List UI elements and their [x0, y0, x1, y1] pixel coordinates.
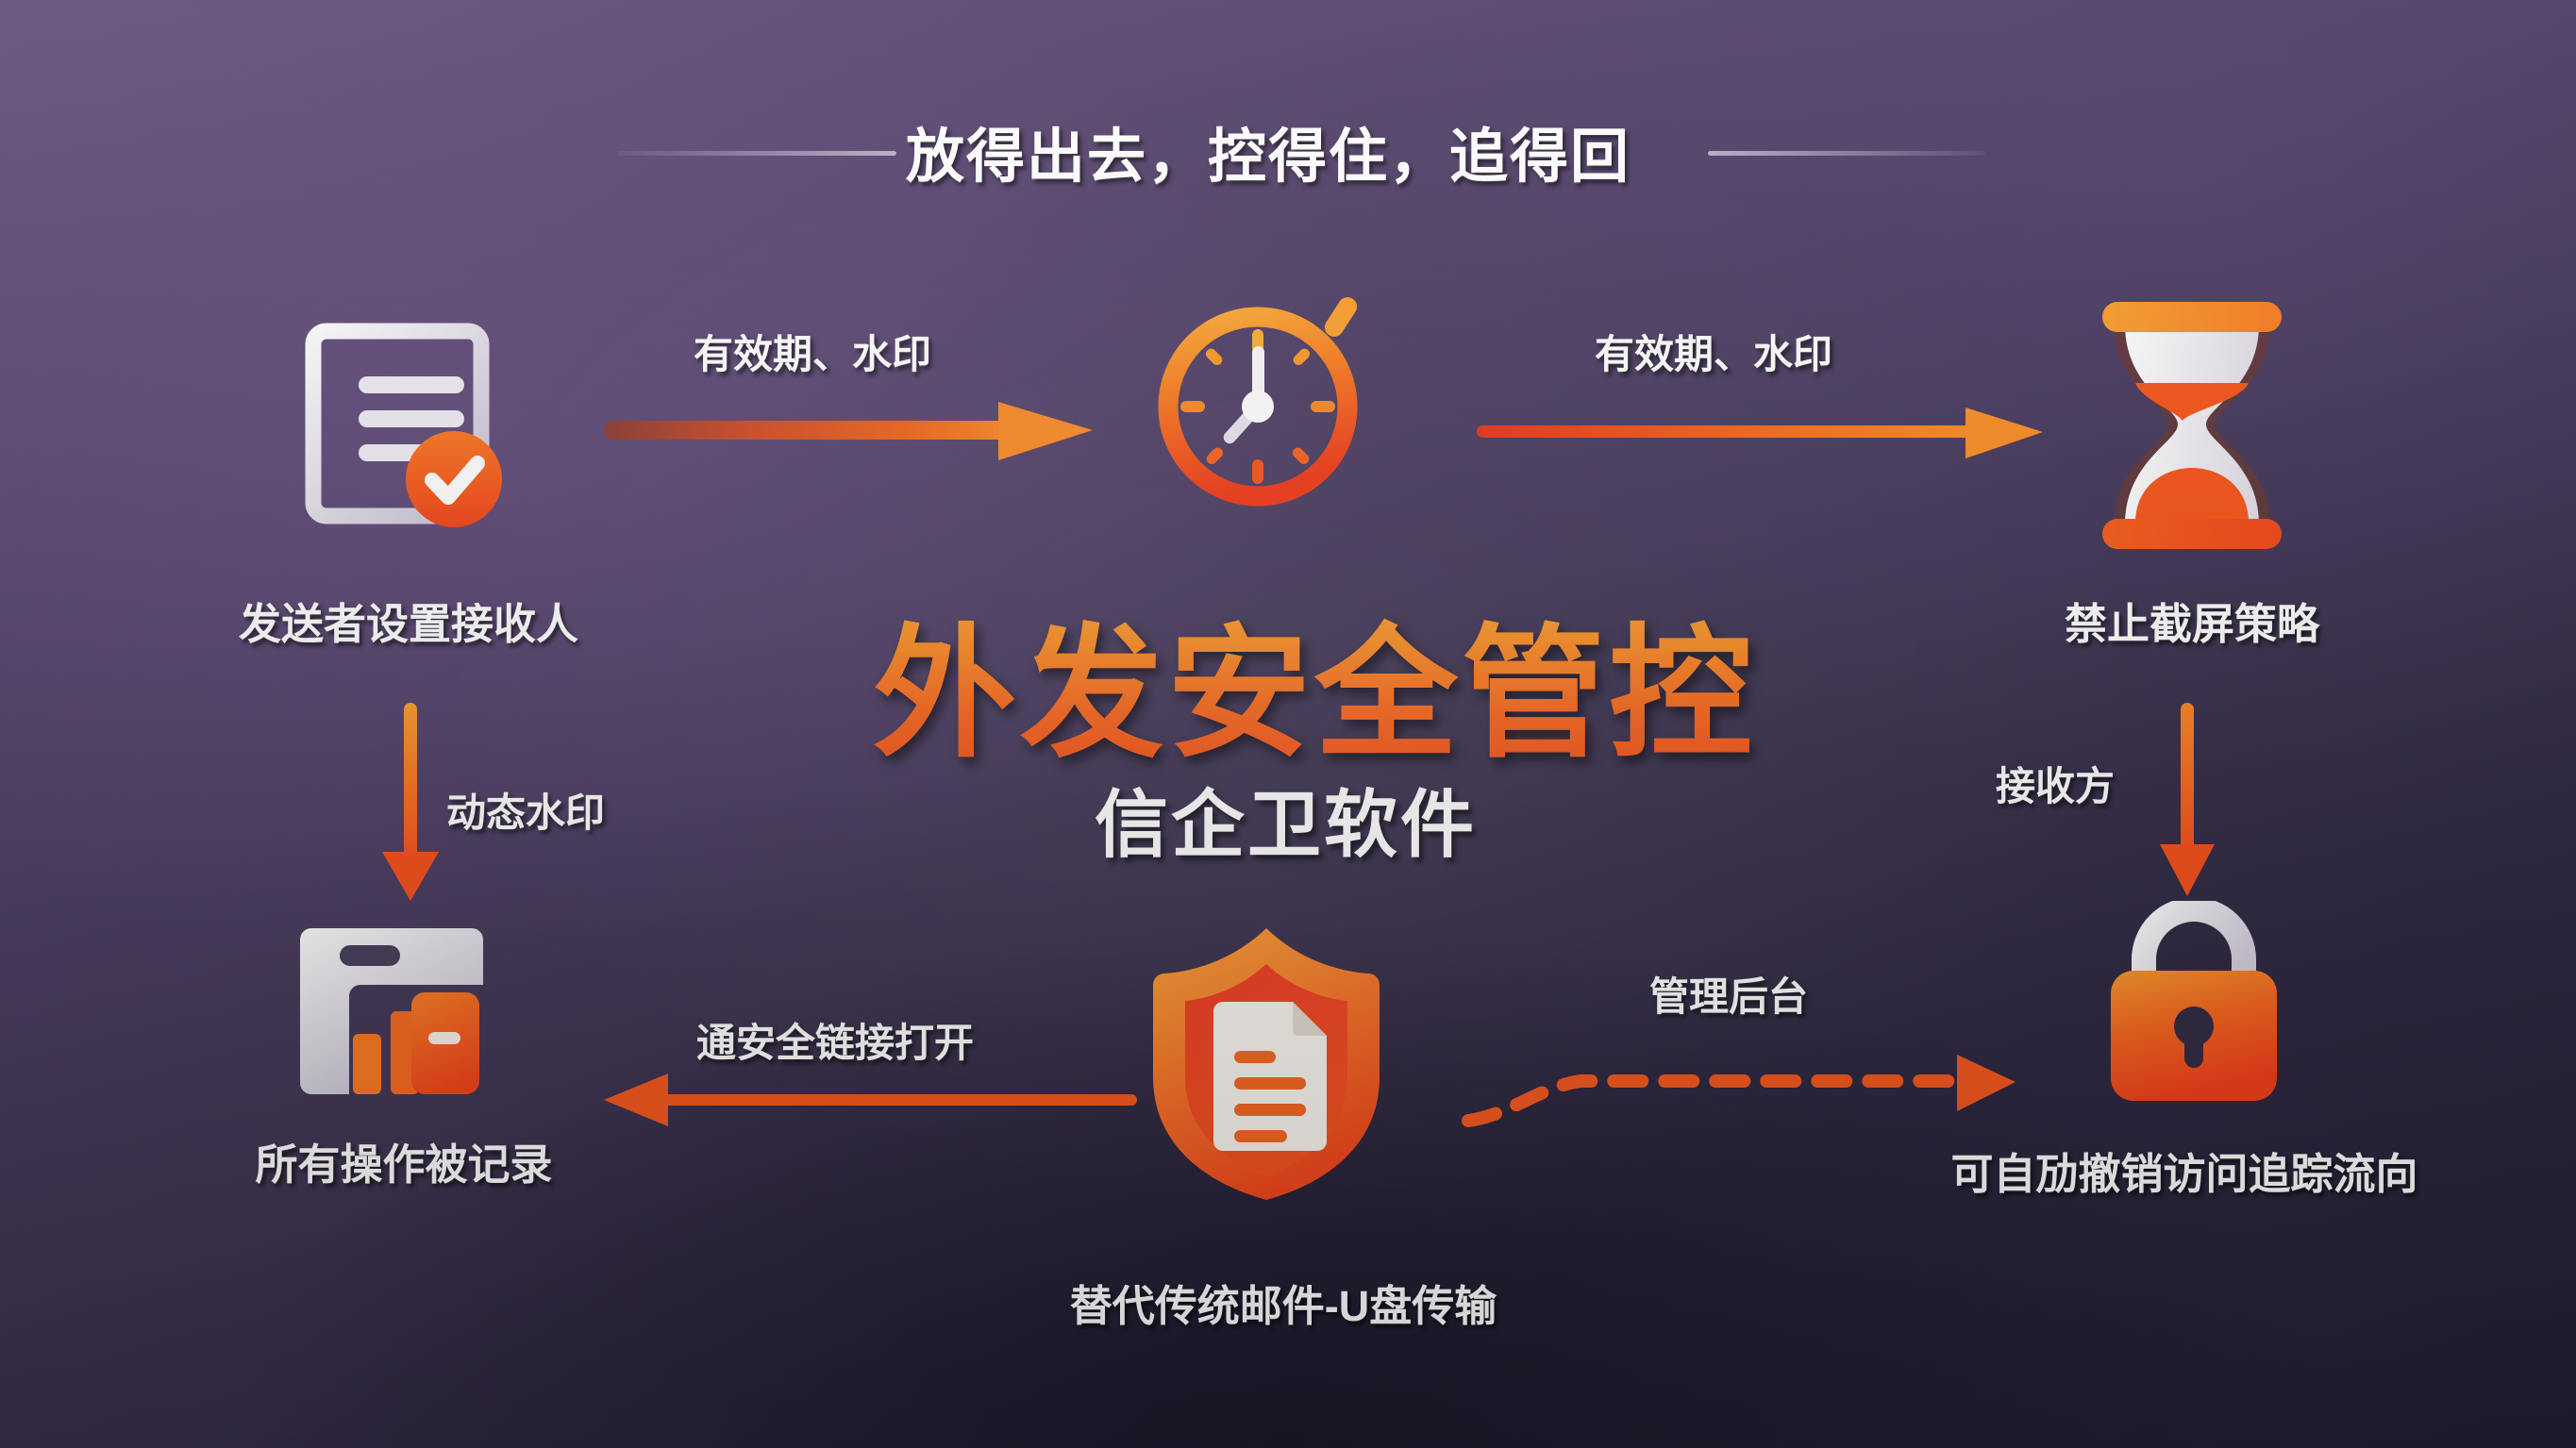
edge-arrow-watermark [373, 703, 448, 906]
document-check-icon [305, 323, 502, 527]
node-screenshot[interactable] [2093, 292, 2291, 557]
header-rule-left [618, 151, 896, 156]
edge-arrow-validity [604, 394, 1104, 470]
log-chart-icon [300, 928, 483, 1094]
node-transfer-label: 替代传统邮件-U盘传输 [1069, 1282, 1497, 1330]
edge-receiver-label: 接收方 [1996, 764, 2116, 808]
node-audit[interactable] [291, 906, 508, 1113]
hourglass-icon [2102, 302, 2282, 549]
edge-arrow-receiver [2149, 703, 2225, 901]
node-sender[interactable] [300, 307, 517, 552]
edge-arrow-screenshot [1477, 396, 2052, 468]
page-title: 放得出去，控得住，追得回 [906, 125, 1631, 190]
edge-securelink-label: 通安全链接打开 [696, 1021, 975, 1065]
edge-arrow-securelink [594, 1064, 1142, 1136]
edge-validity-label: 有效期、水印 [694, 332, 932, 376]
lock-icon [2111, 897, 2277, 1101]
edge-watermark-label: 动态水印 [446, 791, 606, 835]
brand-title: 外发安全管控 [873, 577, 1756, 785]
node-revoke[interactable] [2085, 897, 2302, 1113]
shield-document-icon [1153, 928, 1380, 1200]
edge-arrow-admin [1453, 1028, 2038, 1132]
node-sender-label: 发送者设置接收人 [238, 600, 578, 648]
header-rule-right [1708, 151, 1986, 156]
node-transfer[interactable] [1144, 923, 1389, 1206]
node-audit-label: 所有操作被记录 [255, 1140, 553, 1189]
node-validity[interactable] [1146, 288, 1401, 524]
edge-admin-label: 管理后台 [1649, 974, 1809, 1019]
edge-screenshot-label: 有效期、水印 [1595, 332, 1833, 376]
clock-icon [1158, 297, 1358, 507]
node-revoke-label: 可自劢撤销访问追踪流向 [1950, 1150, 2418, 1198]
node-screenshot-label: 禁止截屏策略 [2064, 600, 2319, 648]
brand-subtitle: 信企卫软件 [1095, 783, 1478, 866]
